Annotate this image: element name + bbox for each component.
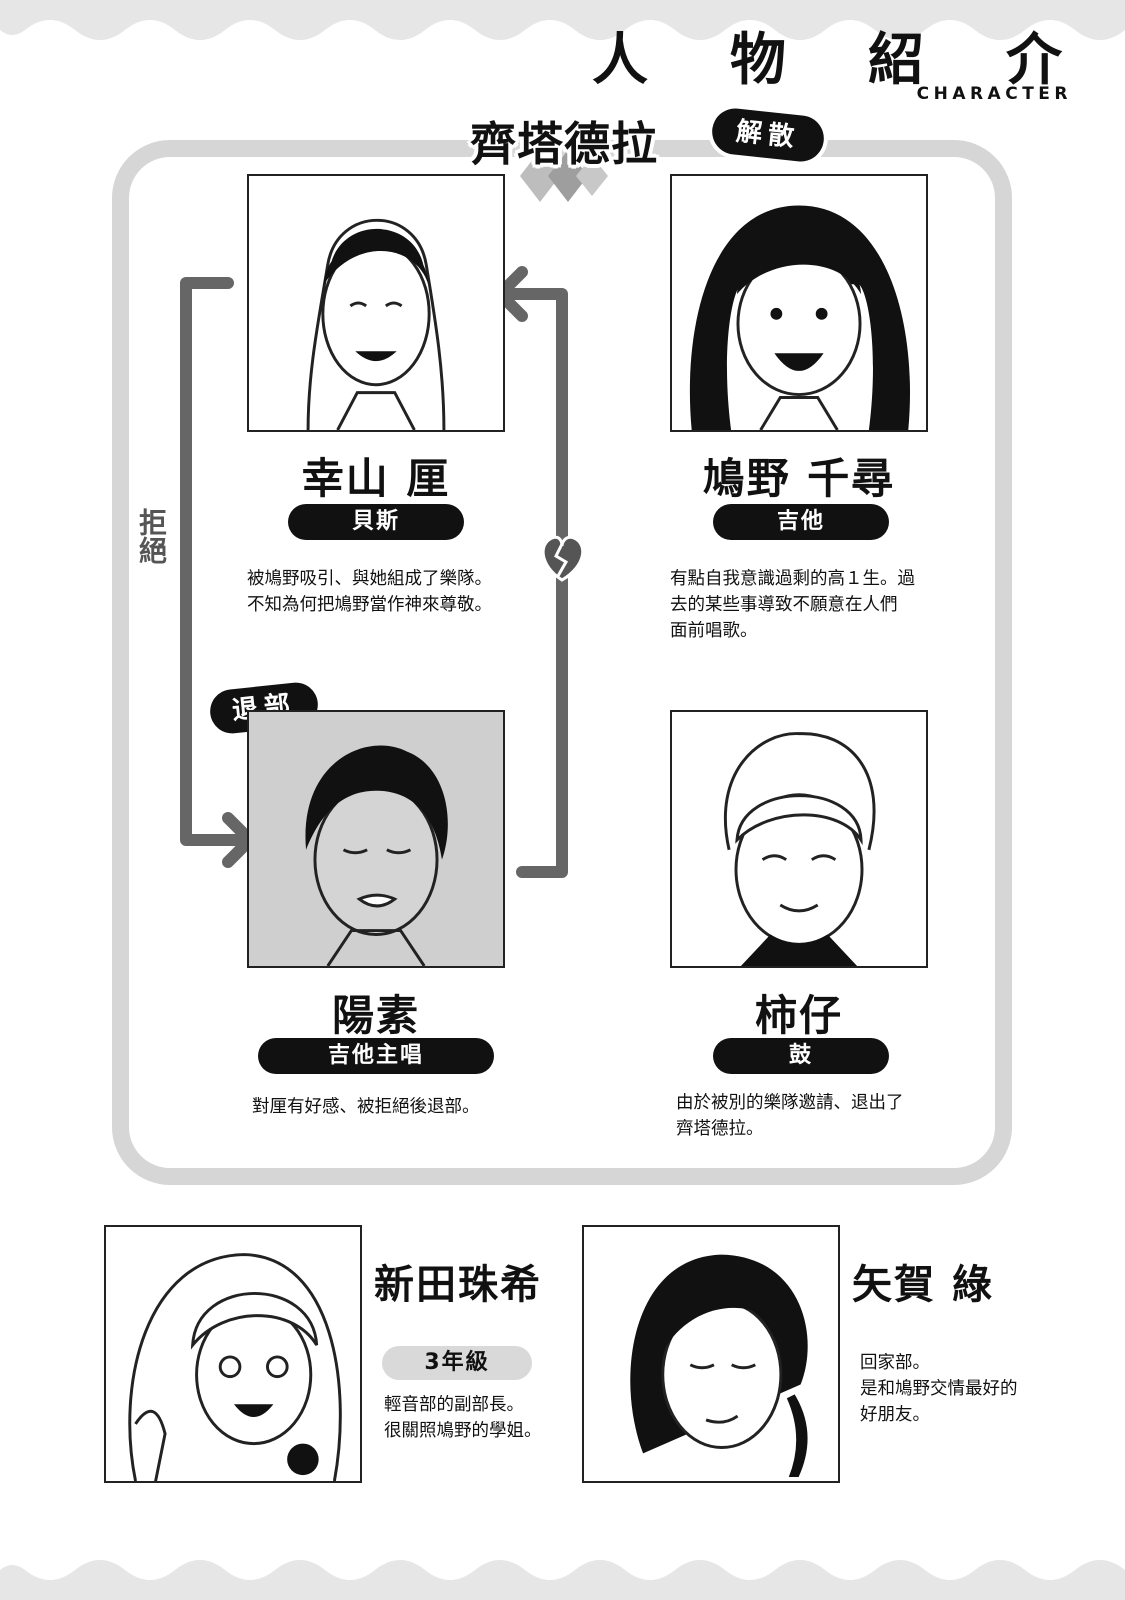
page-subtitle: CHARACTER	[916, 84, 1072, 104]
character-description: 回家部。 是和鳩野交情最好的 好朋友。	[860, 1353, 1018, 1425]
character-role-badge: 貝斯	[288, 504, 464, 540]
character-name: 陽素	[331, 991, 420, 1040]
character-name: 幸山 厘	[301, 454, 451, 503]
top-wave-border	[0, 0, 1125, 40]
title-char: 人	[592, 27, 648, 93]
character-description: 輕音部的副部長。 很關照鳩野的學姐。	[384, 1395, 542, 1441]
boy-face-icon	[723, 732, 876, 966]
portrait-yaga	[582, 1225, 840, 1483]
band-frame	[112, 140, 1012, 1185]
title-char: 紹	[868, 27, 924, 93]
diamond-ornament-icon	[520, 150, 608, 202]
page-title: 人 物 紹 介	[592, 22, 1062, 93]
title-char: 介	[1006, 27, 1062, 93]
portrait-kakizaki	[670, 710, 928, 968]
character-role-badge: 吉他	[713, 504, 889, 540]
portrait-yoso	[247, 710, 505, 968]
character-description: 由於被別的樂隊邀請、退出了 齊塔德拉。	[676, 1093, 904, 1139]
girl-face-icon	[689, 205, 911, 430]
character-name: 新田珠希	[374, 1262, 542, 1308]
title-char: 物	[730, 27, 786, 93]
boy-face-icon	[305, 745, 448, 966]
reject-label: 拒絕	[135, 508, 168, 564]
girl-face-icon	[306, 219, 446, 430]
character-role-badge: 3年級	[382, 1346, 532, 1380]
character-name: 鳩野 千尋	[702, 454, 896, 503]
band-name: 齊塔德拉	[470, 117, 658, 171]
character-role-badge: 吉他主唱	[258, 1038, 494, 1074]
character-name: 柿仔	[754, 991, 843, 1040]
character-role-badge: 鼓	[713, 1038, 889, 1074]
bottom-wave-border	[0, 1560, 1125, 1600]
character-description: 對厘有好感、被拒絕後退部。	[252, 1097, 480, 1117]
portrait-hatono	[670, 174, 928, 432]
girl-face-icon	[630, 1254, 808, 1478]
character-name: 矢賀 綠	[852, 1262, 994, 1308]
character-description: 被鳩野吸引、與她組成了樂隊。 不知為何把鳩野當作神來尊敬。	[247, 569, 492, 615]
portrait-kouyama	[247, 174, 505, 432]
girl-face-icon	[128, 1253, 342, 1481]
character-description: 有點自我意識過剩的高１生。過 去的某些事導致不願意在人們 面前唱歌。	[670, 569, 915, 641]
portrait-nitta	[104, 1225, 362, 1483]
